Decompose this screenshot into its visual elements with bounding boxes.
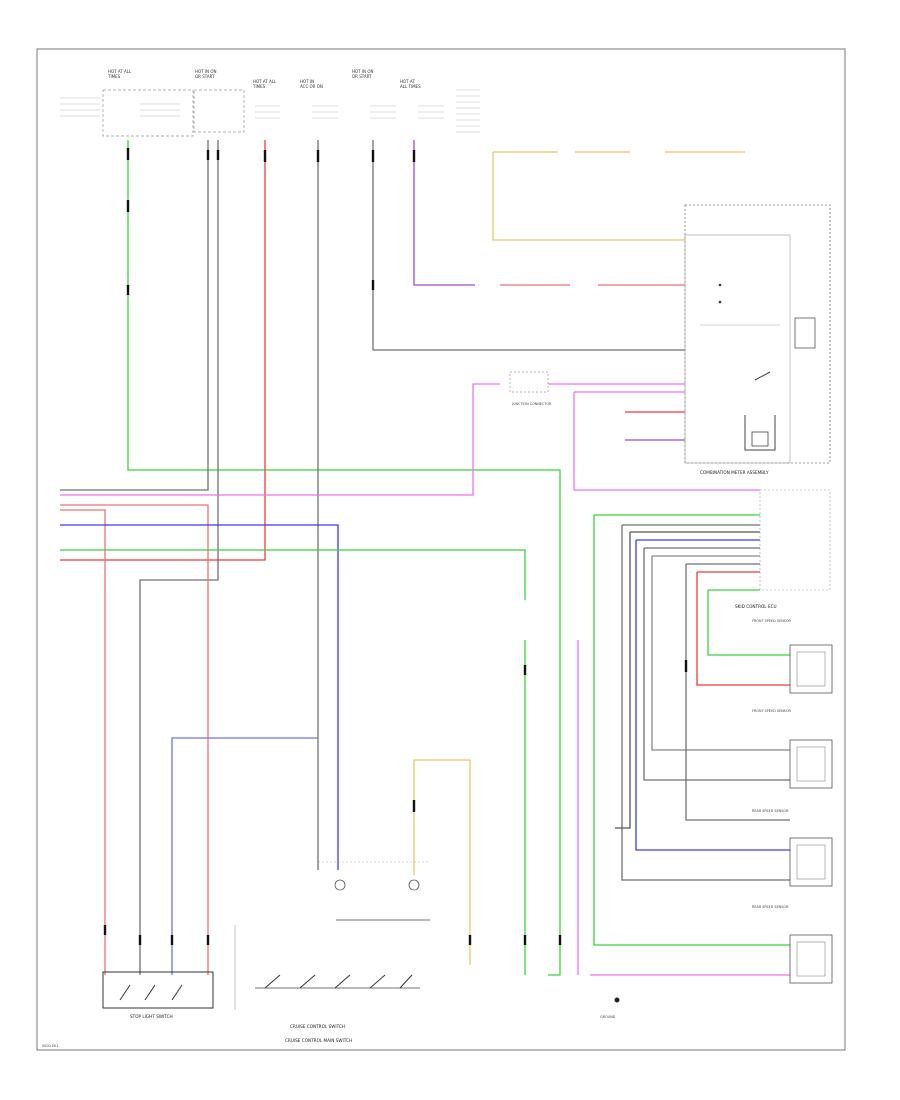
wire-gray-meter	[372, 140, 685, 351]
wire-gray-2	[139, 140, 219, 975]
svg-text:GROUND: GROUND	[600, 1015, 616, 1019]
wire-red-2	[60, 504, 209, 975]
source-label-2: HOT IN ON OR START	[195, 69, 216, 79]
diagram-frame	[36, 48, 846, 1051]
wire-pink-3	[573, 392, 760, 491]
svg-text:FRONT SPEED SENSOR: FRONT SPEED SENSOR	[752, 619, 791, 623]
wire-blue-4	[635, 540, 790, 851]
source-label-3: HOT AT ALL TIMES	[252, 79, 277, 89]
speed-sensor-rear-left: REAR SPEED SENSOR	[752, 905, 833, 984]
speed-sensor-front-right: FRONT SPEED SENSOR	[752, 619, 833, 694]
switch-ground-symbols	[318, 861, 430, 891]
svg-text:CRUISE CONTROL MAIN SWITCH: CRUISE CONTROL MAIN SWITCH	[285, 1038, 352, 1043]
svg-text:ALL TIMES: ALL TIMES	[400, 84, 421, 89]
stop-light-switch: STOP LIGHT SWITCH	[102, 971, 214, 1019]
wire-green-5	[593, 515, 790, 946]
wire-blue-main	[60, 524, 339, 870]
wire-gray-r4	[615, 532, 631, 829]
fuse-marks	[60, 89, 480, 133]
skid-control-ecu: SKID CONTROL ECU	[735, 489, 831, 609]
svg-text:TIMES: TIMES	[252, 84, 266, 89]
source-label-1: HOT AT ALL TIMES	[107, 69, 132, 79]
wire-gray-r2	[621, 525, 790, 881]
top-source-labels: HOT AT ALL TIMES HOT IN ON OR START HOT …	[60, 69, 480, 137]
svg-text:HOT AT: HOT AT	[400, 79, 415, 84]
wire-yellow-1	[492, 152, 685, 241]
wire-gray-r6	[643, 548, 790, 781]
wire-gray-1	[60, 140, 209, 491]
svg-text:HOT IN ON: HOT IN ON	[352, 69, 373, 74]
wire-gray-r8	[651, 556, 790, 751]
svg-text:JUNCTION CONNECTOR: JUNCTION CONNECTOR	[511, 402, 552, 406]
wire-violet-1	[413, 140, 475, 286]
wire-pink-1	[60, 383, 500, 496]
wires	[60, 140, 790, 976]
svg-text:OR START: OR START	[195, 74, 215, 79]
source-label-6: HOT AT ALL TIMES	[400, 79, 421, 89]
svg-text:REAR SPEED SENSOR: REAR SPEED SENSOR	[752, 905, 789, 909]
svg-text:HOT AT ALL: HOT AT ALL	[108, 69, 132, 74]
ground-point: GROUND	[600, 997, 620, 1019]
wire-blue-2	[171, 737, 318, 975]
svg-text:FRONT SPEED SENSOR: FRONT SPEED SENSOR	[752, 709, 791, 713]
source-label-5: HOT IN ON OR START	[352, 69, 373, 79]
fuse-block-1	[102, 89, 194, 137]
speed-sensor-rear-right: REAR SPEED SENSOR	[752, 809, 833, 887]
fuse-block-2	[193, 89, 245, 133]
svg-text:OR START: OR START	[352, 74, 372, 79]
speed-sensor-front-left: FRONT SPEED SENSOR	[752, 709, 833, 789]
svg-text:HOT IN ON: HOT IN ON	[195, 69, 216, 74]
junction-connector: JUNCTION CONNECTOR	[509, 371, 552, 406]
wire-red-r2	[696, 572, 790, 686]
wire-green-7	[707, 590, 790, 656]
svg-text:SKID CONTROL ECU: SKID CONTROL ECU	[735, 604, 777, 609]
wire-green-2	[60, 549, 526, 600]
svg-text:CRUISE CONTROL SWITCH: CRUISE CONTROL SWITCH	[290, 1024, 345, 1029]
svg-text:HOT AT ALL: HOT AT ALL	[253, 79, 277, 84]
source-label-4: HOT IN ACC OR ON	[300, 79, 323, 89]
svg-text:COMBINATION METER ASSEMBLY: COMBINATION METER ASSEMBLY	[700, 470, 769, 475]
svg-text:REAR SPEED SENSOR: REAR SPEED SENSOR	[752, 809, 789, 813]
wire-gray-r10	[685, 564, 790, 821]
page-reference: 0000-001	[42, 1044, 58, 1048]
wire-green-main	[127, 140, 561, 976]
svg-text:ACC OR ON: ACC OR ON	[300, 84, 323, 89]
wire-red-main	[60, 140, 266, 561]
combination-meter: COMBINATION METER ASSEMBLY	[684, 204, 831, 475]
svg-text:TIMES: TIMES	[107, 74, 121, 79]
cruise-control-switch: CRUISE CONTROL SWITCH CRUISE CONTROL MAI…	[234, 925, 420, 1043]
connector-marks	[103, 148, 688, 945]
svg-text:STOP LIGHT SWITCH: STOP LIGHT SWITCH	[130, 1014, 173, 1019]
wire-red-3	[60, 509, 106, 975]
wire-yellow-low	[413, 759, 471, 965]
svg-text:HOT IN: HOT IN	[300, 79, 314, 84]
